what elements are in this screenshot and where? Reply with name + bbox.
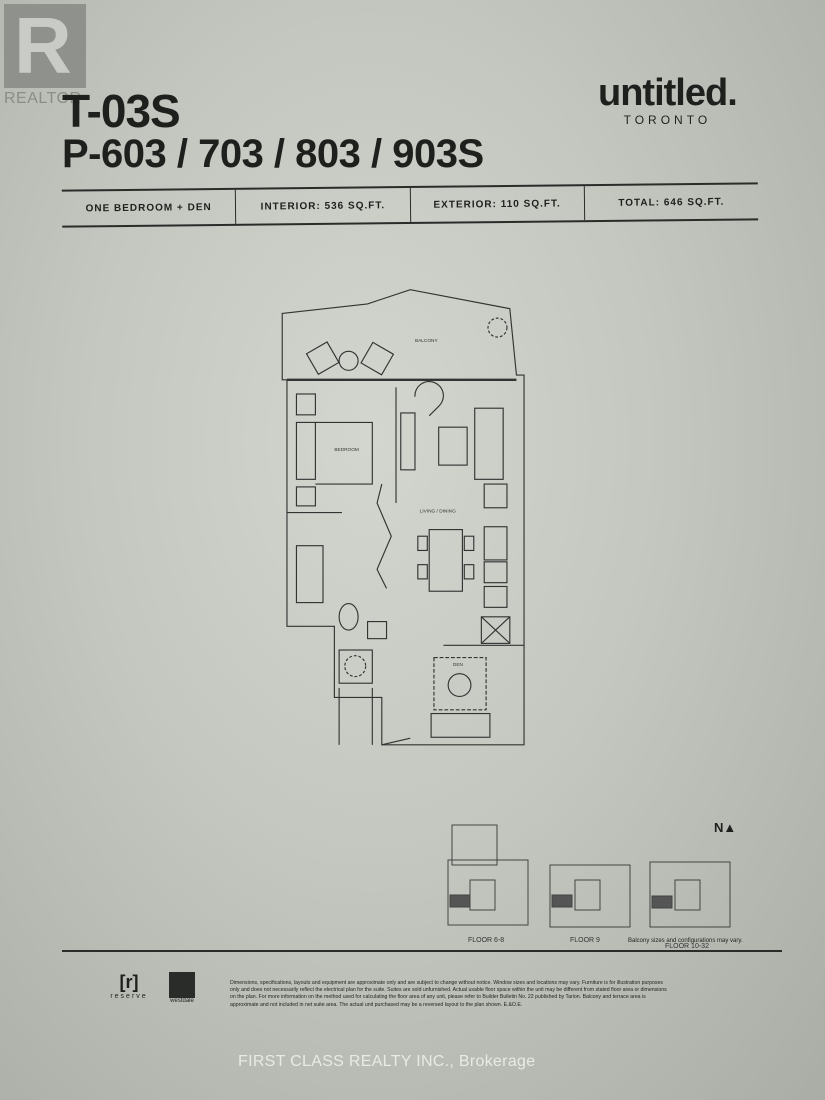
key-plan-label: FLOOR 9 [570,937,600,944]
realtor-logo-box [4,4,86,88]
plant-icon [487,317,508,338]
key-plan-label: FLOOR 6-8 [468,937,504,944]
unit-code: T-03S [62,85,181,137]
reserve-logo: [r] reserve [104,972,154,1000]
key-plan-floor-10-32: FLOOR 10-32 [649,861,731,950]
balcony-table [338,350,359,371]
key-plan-floor-9: FLOOR 9 [549,864,631,944]
floor-plan: BALCONY BEDROOM LIVING / DINING DEN [281,289,525,746]
realtor-logo-letter: R [14,1,72,90]
specs-bar: ONE BEDROOM + DEN INTERIOR: 536 SQ.FT. E… [61,182,759,228]
westdale-logo-mark [169,972,195,998]
brand-logo: untitled. TORONTO [598,72,738,127]
spec-total: TOTAL: 646 SQ.FT. [618,196,725,209]
key-plan-floor-6-8: FLOOR 6-8 [447,824,529,944]
spec-type: ONE BEDROOM + DEN [61,189,237,226]
westdale-logo: westdale [162,972,202,1004]
brokerage-watermark: FIRST CLASS REALTY INC., Brokerage [238,1053,536,1070]
realtor-logo: R REALTOR [0,0,92,110]
north-arrow: N▲ [714,820,737,835]
suite-numbers: P-603 / 703 / 803 / 903S [62,132,484,176]
balcony-note: Balcony sizes and configurations may var… [628,938,743,944]
balcony-chair [360,341,395,376]
room-label-den: DEN [453,662,464,668]
key-plans: FLOOR 6-8 FLOOR 9 FLOOR 10-32 [447,824,731,950]
reserve-logo-mark: [r] [119,972,139,992]
balcony-outline [281,289,525,746]
key-plan-label: FLOOR 10-32 [665,943,709,950]
westdale-logo-text: westdale [170,998,194,1004]
brand-name: untitled. [598,72,738,114]
room-label-living: LIVING / DINING [420,509,456,515]
footer-divider [62,950,782,952]
room-label-bedroom: BEDROOM [334,447,359,453]
brand-city: TORONTO [623,113,712,127]
disclaimer: Dimensions, specifications, layouts and … [230,980,667,1008]
room-label-balcony: BALCONY [415,338,438,344]
balcony-chair [305,341,340,376]
realtor-logo-text: REALTOR [4,90,82,107]
spec-exterior: EXTERIOR: 110 SQ.FT. [410,186,585,222]
spec-interior: INTERIOR: 536 SQ.FT. [236,187,411,224]
reserve-logo-text: reserve [110,993,148,1000]
